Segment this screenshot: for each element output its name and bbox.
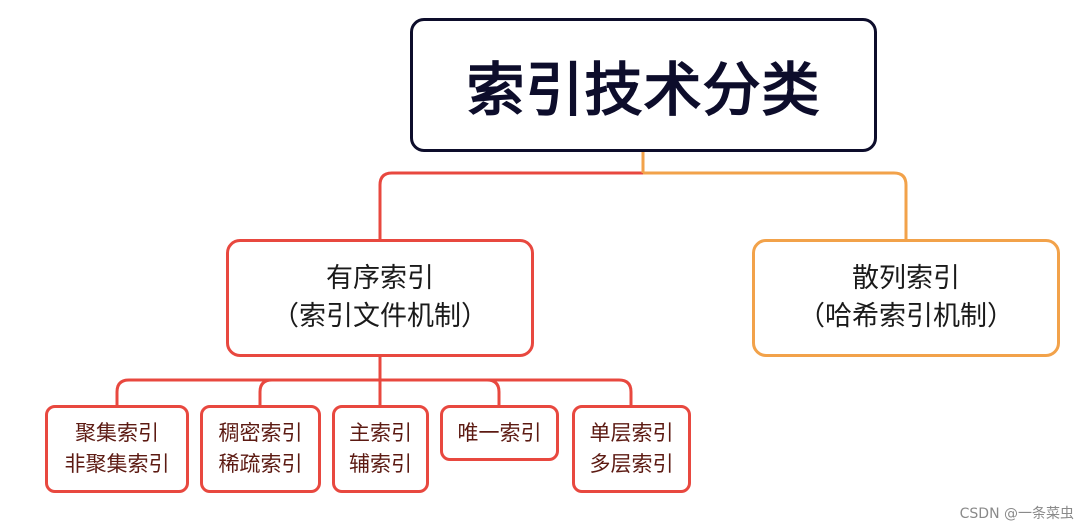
connector-to-leaf4 bbox=[486, 378, 501, 405]
connector-to-leaf2 bbox=[258, 378, 273, 405]
ordered-index-title: 有序索引 bbox=[326, 263, 434, 294]
root-node: 索引技术分类 bbox=[410, 18, 877, 152]
hash-index-node: 散列索引 （哈希索引机制） bbox=[752, 239, 1060, 357]
root-label: 索引技术分类 bbox=[466, 56, 821, 124]
connector-root-to-ordered bbox=[378, 152, 645, 239]
leaf-line1: 唯一索引 bbox=[457, 420, 542, 445]
hash-index-subtitle: （哈希索引机制） bbox=[798, 301, 1014, 332]
leaf-line1: 主索引 bbox=[349, 421, 412, 445]
connector-ordered-bus bbox=[115, 378, 633, 405]
leaf-primary: 主索引 辅索引 bbox=[332, 405, 429, 493]
leaf-line2: 多层索引 bbox=[589, 452, 674, 476]
hash-index-title: 散列索引 bbox=[852, 263, 960, 294]
leaf-dense: 稠密索引 稀疏索引 bbox=[200, 405, 321, 493]
connector-root-to-hashed bbox=[643, 171, 908, 239]
ordered-index-node: 有序索引 （索引文件机制） bbox=[226, 239, 534, 357]
leaf-single-level: 单层索引 多层索引 bbox=[572, 405, 691, 493]
leaf-line2: 非聚集索引 bbox=[64, 452, 170, 476]
leaf-unique: 唯一索引 bbox=[440, 405, 559, 461]
leaf-line1: 聚集索引 bbox=[75, 421, 159, 445]
ordered-index-subtitle: （索引文件机制） bbox=[272, 301, 488, 332]
leaf-line2: 稀疏索引 bbox=[218, 452, 303, 476]
leaf-line2: 辅索引 bbox=[349, 452, 412, 476]
watermark: CSDN @一条菜虫 bbox=[959, 506, 1074, 522]
leaf-clustered: 聚集索引 非聚集索引 bbox=[45, 405, 189, 493]
leaf-line1: 稠密索引 bbox=[218, 421, 303, 445]
leaf-line1: 单层索引 bbox=[589, 421, 674, 445]
